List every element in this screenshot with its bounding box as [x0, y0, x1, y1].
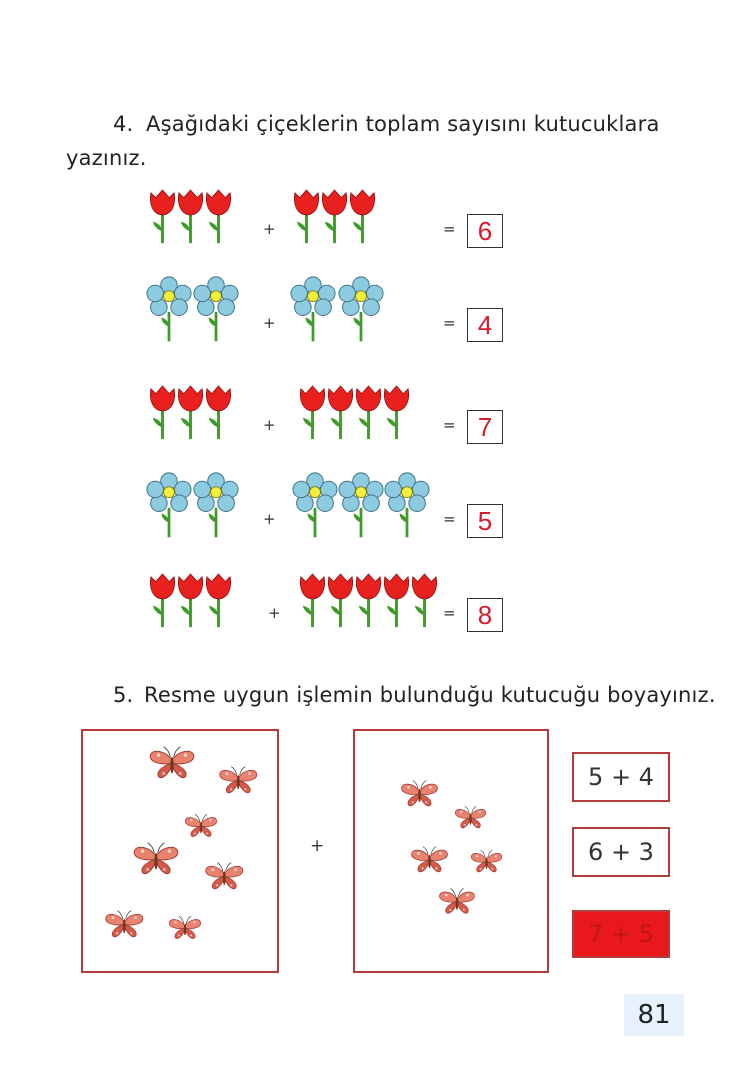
equals-sign: = — [443, 314, 456, 332]
butterfly-icon — [203, 861, 246, 892]
tulip-icon — [148, 186, 177, 246]
tulip-icon — [382, 570, 411, 630]
daisy-icon — [193, 276, 239, 344]
tulip-icon — [148, 382, 177, 442]
daisy-icon — [338, 276, 384, 344]
butterfly-icon — [409, 845, 450, 875]
tulip-icon — [382, 382, 411, 442]
question-4-text-line2: yazınız. — [66, 146, 147, 170]
right-butterfly-frame — [353, 729, 549, 973]
equals-sign: = — [443, 604, 456, 622]
option-box-2[interactable]: 6 + 3 — [572, 827, 670, 877]
daisy-icon — [292, 472, 338, 540]
tulip-icon — [204, 382, 233, 442]
question-5-number: 5. — [113, 683, 134, 707]
tulip-icon — [298, 382, 327, 442]
equals-sign: = — [443, 220, 456, 238]
tulip-icon — [326, 570, 355, 630]
tulip-icon — [148, 570, 177, 630]
answer-box[interactable]: 8 — [467, 598, 503, 632]
option-box-1[interactable]: 5 + 4 — [572, 752, 670, 802]
tulip-icon — [354, 570, 383, 630]
butterfly-icon — [183, 813, 219, 840]
tulip-icon — [410, 570, 439, 630]
tulip-icon — [292, 186, 321, 246]
butterfly-icon — [469, 849, 504, 875]
tulip-icon — [298, 570, 327, 630]
plus-sign: + — [263, 416, 276, 434]
tulip-icon — [176, 382, 205, 442]
butterfly-icon — [147, 745, 197, 782]
plus-sign: + — [263, 510, 276, 528]
option-label-1: 5 + 4 — [588, 763, 654, 791]
daisy-icon — [146, 472, 192, 540]
tulip-icon — [204, 570, 233, 630]
butterfly-icon — [399, 779, 440, 809]
tulip-icon — [176, 186, 205, 246]
plus-sign-q5: + — [310, 836, 325, 856]
daisy-icon — [338, 472, 384, 540]
plus-sign: + — [263, 220, 276, 238]
plus-sign: + — [263, 314, 276, 332]
tulip-icon — [204, 186, 233, 246]
answer-box[interactable]: 5 — [467, 504, 503, 538]
answer-box[interactable]: 7 — [467, 410, 503, 444]
tulip-icon — [348, 186, 377, 246]
equals-sign: = — [443, 416, 456, 434]
option-box-3-colored[interactable]: 7 + 5 — [572, 910, 670, 958]
answer-box[interactable]: 6 — [467, 214, 503, 248]
question-4-text-line1: Aşağıdaki çiçeklerin toplam sayısını kut… — [146, 112, 660, 136]
daisy-icon — [384, 472, 430, 540]
daisy-icon — [146, 276, 192, 344]
page-number: 81 — [624, 994, 684, 1036]
plus-sign: + — [268, 604, 281, 622]
butterfly-icon — [453, 805, 488, 831]
option-label-2: 6 + 3 — [588, 838, 654, 866]
daisy-icon — [290, 276, 336, 344]
butterfly-icon — [217, 765, 260, 796]
tulip-icon — [326, 382, 355, 442]
answer-box[interactable]: 4 — [467, 308, 503, 342]
tulip-icon — [320, 186, 349, 246]
daisy-icon — [193, 472, 239, 540]
butterfly-icon — [167, 915, 203, 942]
question-4-number: 4. — [113, 112, 134, 136]
butterfly-icon — [103, 909, 146, 940]
equals-sign: = — [443, 510, 456, 528]
question-5-text: Resme uygun işlemin bulunduğu kutucuğu b… — [144, 683, 716, 707]
left-butterfly-frame — [81, 729, 279, 973]
butterfly-icon — [131, 841, 181, 878]
option-label-3: 7 + 5 — [588, 920, 654, 948]
tulip-icon — [354, 382, 383, 442]
tulip-icon — [176, 570, 205, 630]
butterfly-icon — [437, 887, 477, 917]
